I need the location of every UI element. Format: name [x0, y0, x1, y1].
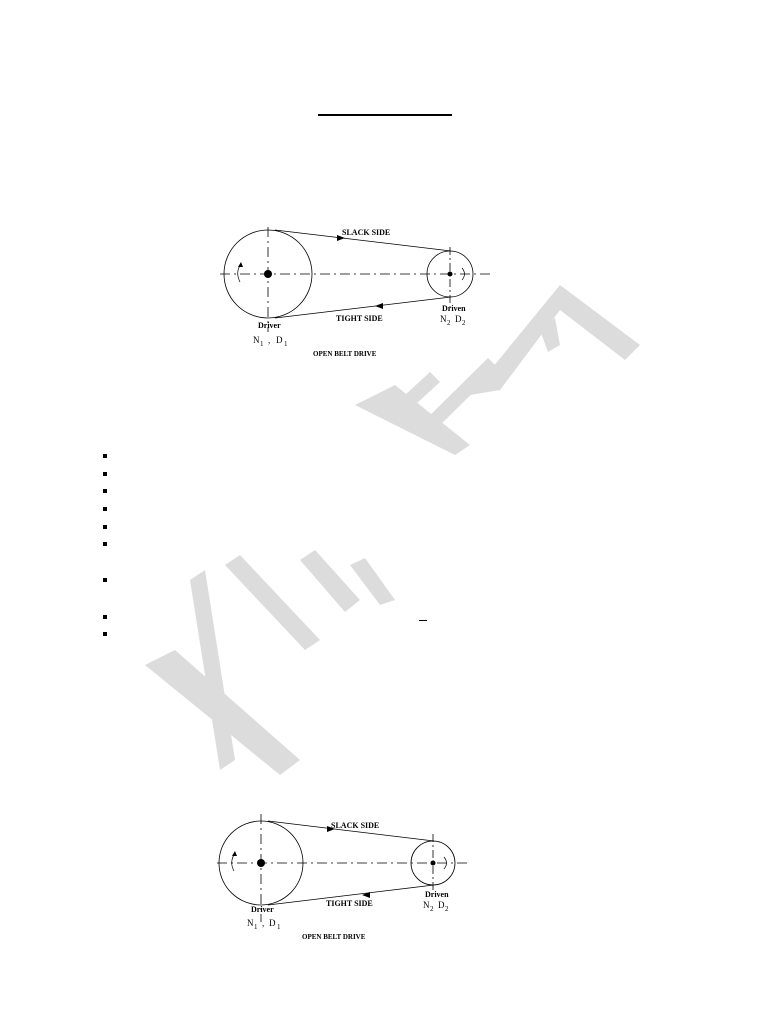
driver-pulley: [223, 229, 313, 319]
svg-text:N: N: [440, 314, 447, 324]
slack-side-belt: [267, 820, 435, 842]
slack-arrow-icon: [337, 235, 345, 241]
belt-drive-svg: SLACK SIDE TIGHT SIDE Driver Driven N 1 …: [217, 814, 470, 941]
tight-side-label: TIGHT SIDE: [326, 899, 373, 908]
driver-label: Driver: [258, 321, 281, 330]
driver-rotation-arrowhead-icon: [232, 851, 237, 856]
diagram-caption: OPEN BELT DRIVE: [302, 933, 366, 941]
belt-drive-svg: SLACK SIDE TIGHT SIDE Driver Driven N 1 …: [220, 227, 490, 358]
driven-rotation-arrow-icon: [461, 267, 465, 281]
driven-rotation-arrow-icon: [443, 856, 447, 870]
driver-speed-diameter-label: N 1 , D 1: [253, 335, 288, 348]
svg-text:N: N: [423, 900, 430, 910]
driven-speed-diameter-label: N 2 D 2: [423, 900, 449, 913]
bullet-marker: [103, 525, 107, 529]
tight-side-belt: [267, 884, 435, 906]
driven-label: Driven: [425, 890, 449, 899]
slack-arrow-icon: [327, 826, 335, 832]
slack-side-label: SLACK SIDE: [331, 821, 379, 830]
bullet-marker: [103, 578, 107, 582]
bullet-marker: [103, 615, 107, 619]
tight-side-label: TIGHT SIDE: [336, 314, 383, 323]
svg-text:2: 2: [462, 319, 466, 327]
svg-text:D: D: [455, 314, 462, 324]
bullet-list: [103, 450, 113, 650]
open-belt-drive-diagram-bottom: SLACK SIDE TIGHT SIDE Driver Driven N 1 …: [212, 812, 492, 952]
bullet-marker: [103, 542, 107, 546]
svg-text:2: 2: [445, 905, 449, 913]
tight-arrow-icon: [362, 892, 370, 898]
bullet-marker: [103, 507, 107, 511]
svg-text:N: N: [247, 918, 254, 928]
slack-side-label: SLACK SIDE: [342, 228, 390, 237]
driver-hub: [264, 270, 272, 278]
tight-side-belt: [274, 296, 452, 319]
driven-speed-diameter-label: N 2 D 2: [440, 314, 466, 327]
bullet-marker: [103, 489, 107, 493]
title-underline: [318, 114, 452, 116]
svg-text:2: 2: [447, 319, 451, 327]
svg-text:,: ,: [268, 335, 270, 345]
tight-arrow-icon: [375, 303, 383, 309]
driver-speed-diameter-label: N 1 , D 1: [247, 918, 281, 931]
driven-label: Driven: [442, 304, 466, 313]
slack-side-belt: [274, 229, 452, 252]
bullet-marker: [103, 632, 107, 636]
driven-hub: [430, 860, 436, 866]
svg-text:,: ,: [262, 918, 264, 928]
open-belt-drive-diagram-top: SLACK SIDE TIGHT SIDE Driver Driven N 1 …: [215, 222, 495, 362]
svg-text:1: 1: [260, 340, 264, 348]
svg-text:1: 1: [254, 923, 258, 931]
svg-text:1: 1: [277, 923, 281, 931]
svg-text:2: 2: [430, 905, 434, 913]
svg-text:D: D: [276, 335, 283, 345]
svg-text:1: 1: [284, 340, 288, 348]
driver-label: Driver: [251, 905, 274, 914]
svg-text:N: N: [253, 335, 260, 345]
driver-pulley: [218, 820, 304, 906]
underline-mark: [419, 620, 427, 621]
driver-rotation-arrowhead-icon: [238, 262, 243, 267]
driver-hub: [257, 859, 265, 867]
bullet-marker: [103, 454, 107, 458]
bullet-marker: [103, 472, 107, 476]
driven-hub: [447, 271, 453, 277]
svg-text:D: D: [438, 900, 445, 910]
diagram-caption: OPEN BELT DRIVE: [313, 350, 377, 358]
svg-text:D: D: [269, 918, 276, 928]
